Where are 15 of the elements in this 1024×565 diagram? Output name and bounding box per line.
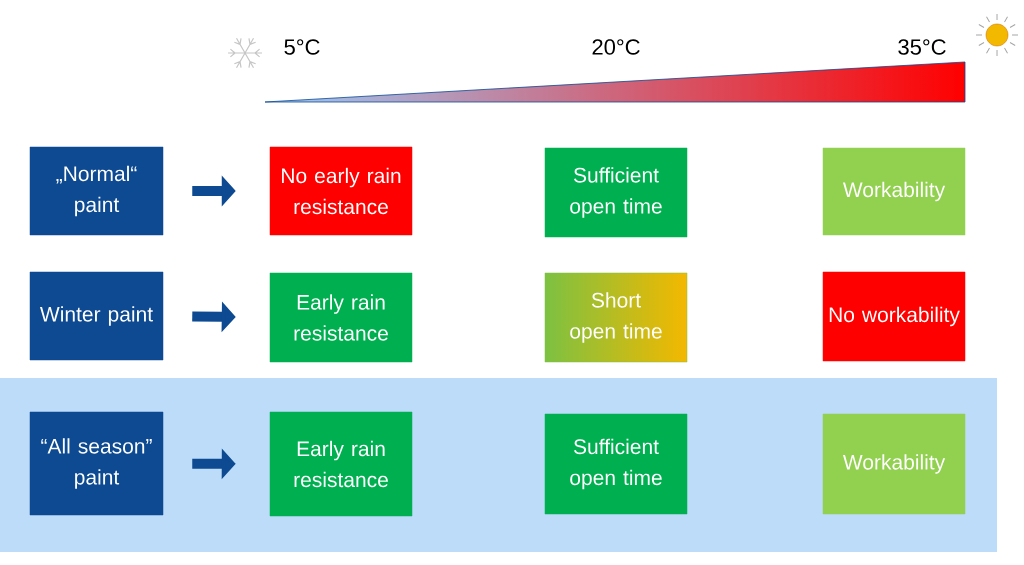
- paint-box: „Normal“ paint: [29, 146, 164, 236]
- result-box: No workability: [822, 271, 966, 362]
- result-box: Short open time: [544, 272, 688, 363]
- paint-box: “All season” paint: [29, 411, 164, 516]
- result-box: Sufficient open time: [544, 147, 688, 238]
- result-box: Sufficient open time: [544, 413, 688, 515]
- temperature-label: 5°C: [284, 39, 320, 55]
- result-box: Workability: [822, 413, 966, 515]
- temperature-label: 35°C: [898, 39, 946, 55]
- temperature-label: 20°C: [592, 39, 640, 55]
- paint-box: Winter paint: [29, 271, 164, 361]
- result-box: Early rain resistance: [269, 272, 413, 363]
- result-box: No early rain resistance: [269, 146, 413, 236]
- result-box: Workability: [822, 147, 966, 236]
- result-box: Early rain resistance: [269, 411, 413, 517]
